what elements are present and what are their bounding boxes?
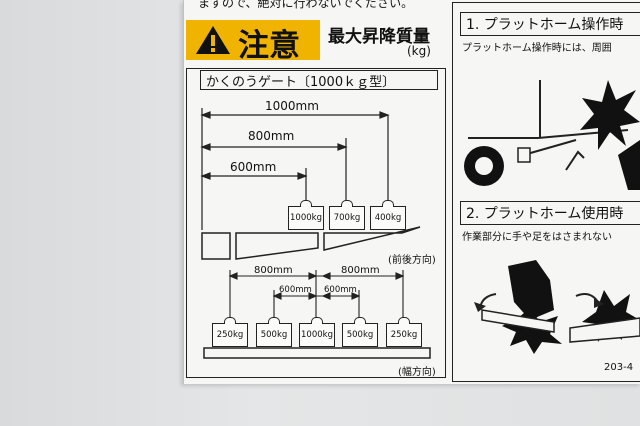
warning-header: 注意 (186, 20, 320, 64)
section1-text: プラットホーム操作時には、周囲 (462, 43, 612, 54)
dim-width-600-left: 600mm (279, 285, 312, 295)
pinch-hazard-illustration (474, 260, 640, 354)
warning-triangle-icon (196, 26, 230, 54)
weight-bottom-250-right: 250kg (386, 317, 422, 347)
top-text: ますので、絶対に行わないでください。 (198, 0, 414, 10)
direction-width: (幅方向) (398, 367, 436, 378)
dim-800: 800mm (248, 129, 295, 143)
label-code: 203-4 (604, 362, 634, 373)
section2-title: 2. プラットホーム使用時 (466, 206, 624, 222)
weight-bottom-500-left: 500kg (256, 317, 292, 347)
max-load-title: 最大昇降質量 (328, 27, 430, 47)
dim-width-600-right: 600mm (324, 285, 357, 295)
dim-width-800-left: 800mm (254, 265, 293, 276)
section2-text: 作業部分に手や足をはさまれない (462, 232, 612, 243)
platform-operation-illustration (464, 80, 640, 190)
section1-title: 1. プラットホーム操作時 (466, 17, 624, 33)
section1-title-box (460, 12, 640, 36)
section2-title-box (460, 201, 640, 225)
dim-width-800-right: 800mm (341, 265, 380, 276)
instruction-panel (452, 2, 640, 382)
width-diagram (203, 270, 431, 359)
gate-title-box (200, 70, 438, 90)
dim-600: 600mm (230, 160, 277, 174)
front-back-diagram (200, 108, 421, 260)
gate-title: かくのうゲート〔1000ｋｇ型〕 (206, 75, 396, 90)
diagram-frame (186, 68, 446, 378)
weight-bottom-500-right: 500kg (342, 317, 378, 347)
weight-top-1000: 1000kg (288, 200, 324, 230)
direction-front-back: (前後方向) (388, 255, 436, 266)
weight-top-400: 400kg (370, 200, 406, 230)
max-load-unit: (kg) (407, 44, 431, 58)
warning-label-sticker (183, 0, 640, 384)
weight-bottom-250-left: 250kg (212, 317, 248, 347)
dim-1000: 1000mm (265, 99, 319, 113)
warning-word: 注意 (238, 28, 300, 64)
weight-top-700: 700kg (329, 200, 365, 230)
weight-bottom-1000: 1000kg (299, 317, 335, 347)
